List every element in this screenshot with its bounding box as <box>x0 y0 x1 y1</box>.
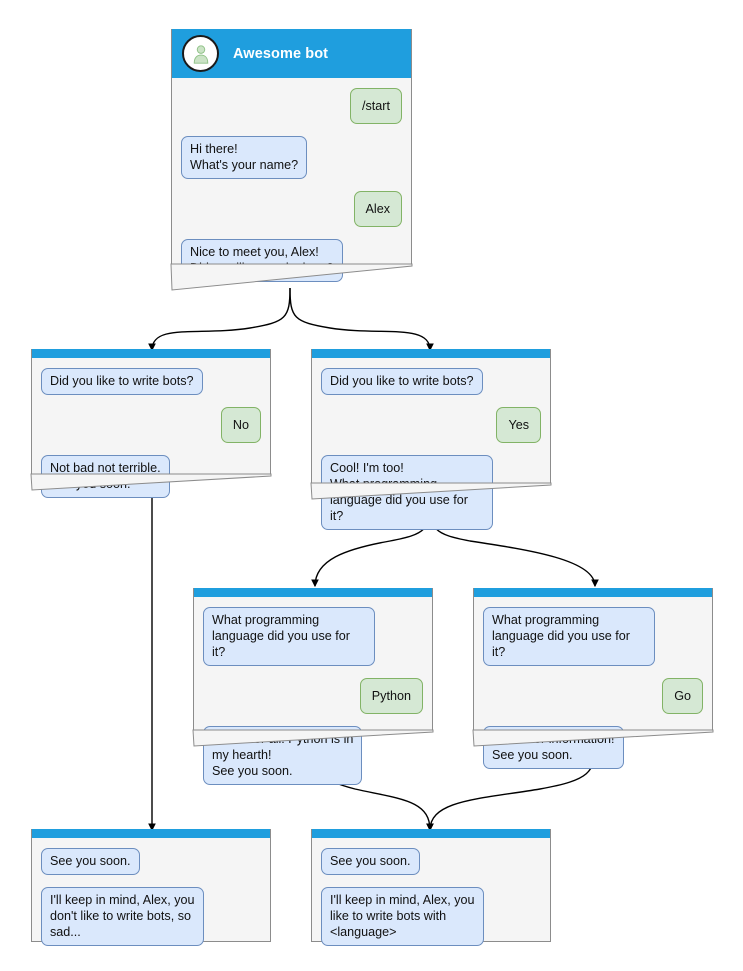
message-row: I'll keep in mind, Alex, you don't like … <box>41 887 261 946</box>
user-message-bubble: /start <box>350 88 402 124</box>
node-skew-bottom <box>192 729 434 747</box>
user-message-bubble: Yes <box>496 407 541 443</box>
bot-message-bubble: Did you like to write bots? <box>41 368 203 395</box>
bot-message-bubble: See you soon. <box>41 848 140 875</box>
bot-message-bubble: I'll keep in mind, Alex, you don't like … <box>41 887 204 946</box>
message-list: Did you like to write bots? Yes Cool! I'… <box>312 358 550 540</box>
message-row: No <box>41 407 261 455</box>
bot-name-label: Awesome bot <box>233 45 329 62</box>
node-accent-strip <box>194 588 432 597</box>
node-end-no-bots[interactable]: See you soon. I'll keep in mind, Alex, y… <box>31 829 271 946</box>
message-list: See you soon. I'll keep in mind, Alex, y… <box>312 838 550 956</box>
message-row: Yes <box>321 407 541 455</box>
node-skew-bottom <box>30 473 272 491</box>
message-row: I'll keep in mind, Alex, you like to wri… <box>321 887 541 946</box>
node-did-you-like-no[interactable]: Did you like to write bots? No Not bad n… <box>30 349 272 498</box>
node-awesome-bot-start[interactable]: Awesome bot /start Hi there! What's your… <box>170 29 413 291</box>
bot-titlebar: Awesome bot <box>172 29 411 78</box>
node-skew-bottom <box>472 729 714 747</box>
node-language-python[interactable]: What programming language did you use fo… <box>192 588 434 785</box>
node-accent-strip <box>312 829 550 838</box>
node-accent-strip <box>32 829 270 838</box>
message-list: /start Hi there! What's your name? Alex … <box>172 78 411 292</box>
node-accent-strip <box>312 349 550 358</box>
message-row: Did you like to write bots? <box>321 368 541 407</box>
node-skew-bottom <box>170 263 413 291</box>
bot-message-bubble: See you soon. <box>321 848 420 875</box>
node-accent-strip <box>32 349 270 358</box>
node-did-you-like-yes[interactable]: Did you like to write bots? Yes Cool! I'… <box>310 349 552 530</box>
user-message-bubble: No <box>220 407 261 443</box>
message-row: What programming language did you use fo… <box>203 607 423 678</box>
message-row: See you soon. <box>41 848 261 887</box>
user-message-bubble: Alex <box>353 191 402 227</box>
user-message-bubble: Python <box>359 678 423 714</box>
message-row: Alex <box>181 191 402 239</box>
message-list: What programming language did you use fo… <box>194 597 432 795</box>
node-end-with-language[interactable]: See you soon. I'll keep in mind, Alex, y… <box>311 829 551 946</box>
node-language-go[interactable]: What programming language did you use fo… <box>472 588 714 769</box>
bot-message-bubble: Hi there! What's your name? <box>181 136 308 179</box>
message-list: See you soon. I'll keep in mind, Alex, y… <box>32 838 270 956</box>
message-row: What programming language did you use fo… <box>483 607 703 678</box>
message-row: Go <box>483 678 703 726</box>
edge-root-to-no <box>148 287 291 352</box>
message-row: See you soon. <box>321 848 541 887</box>
edge-root-to-yes <box>289 287 434 352</box>
bot-message-bubble: What programming language did you use fo… <box>203 607 375 666</box>
message-row: Python <box>203 678 423 726</box>
node-accent-strip <box>474 588 712 597</box>
user-message-bubble: Go <box>662 678 703 714</box>
bot-message-bubble: I'll keep in mind, Alex, you like to wri… <box>321 887 484 946</box>
node-skew-bottom <box>310 482 552 500</box>
message-row: Hi there! What's your name? <box>181 136 402 191</box>
message-row: /start <box>181 88 402 136</box>
person-avatar-icon <box>182 35 219 72</box>
bot-message-bubble: Did you like to write bots? <box>321 368 483 395</box>
bot-message-bubble: What programming language did you use fo… <box>483 607 655 666</box>
message-row: Did you like to write bots? <box>41 368 261 407</box>
